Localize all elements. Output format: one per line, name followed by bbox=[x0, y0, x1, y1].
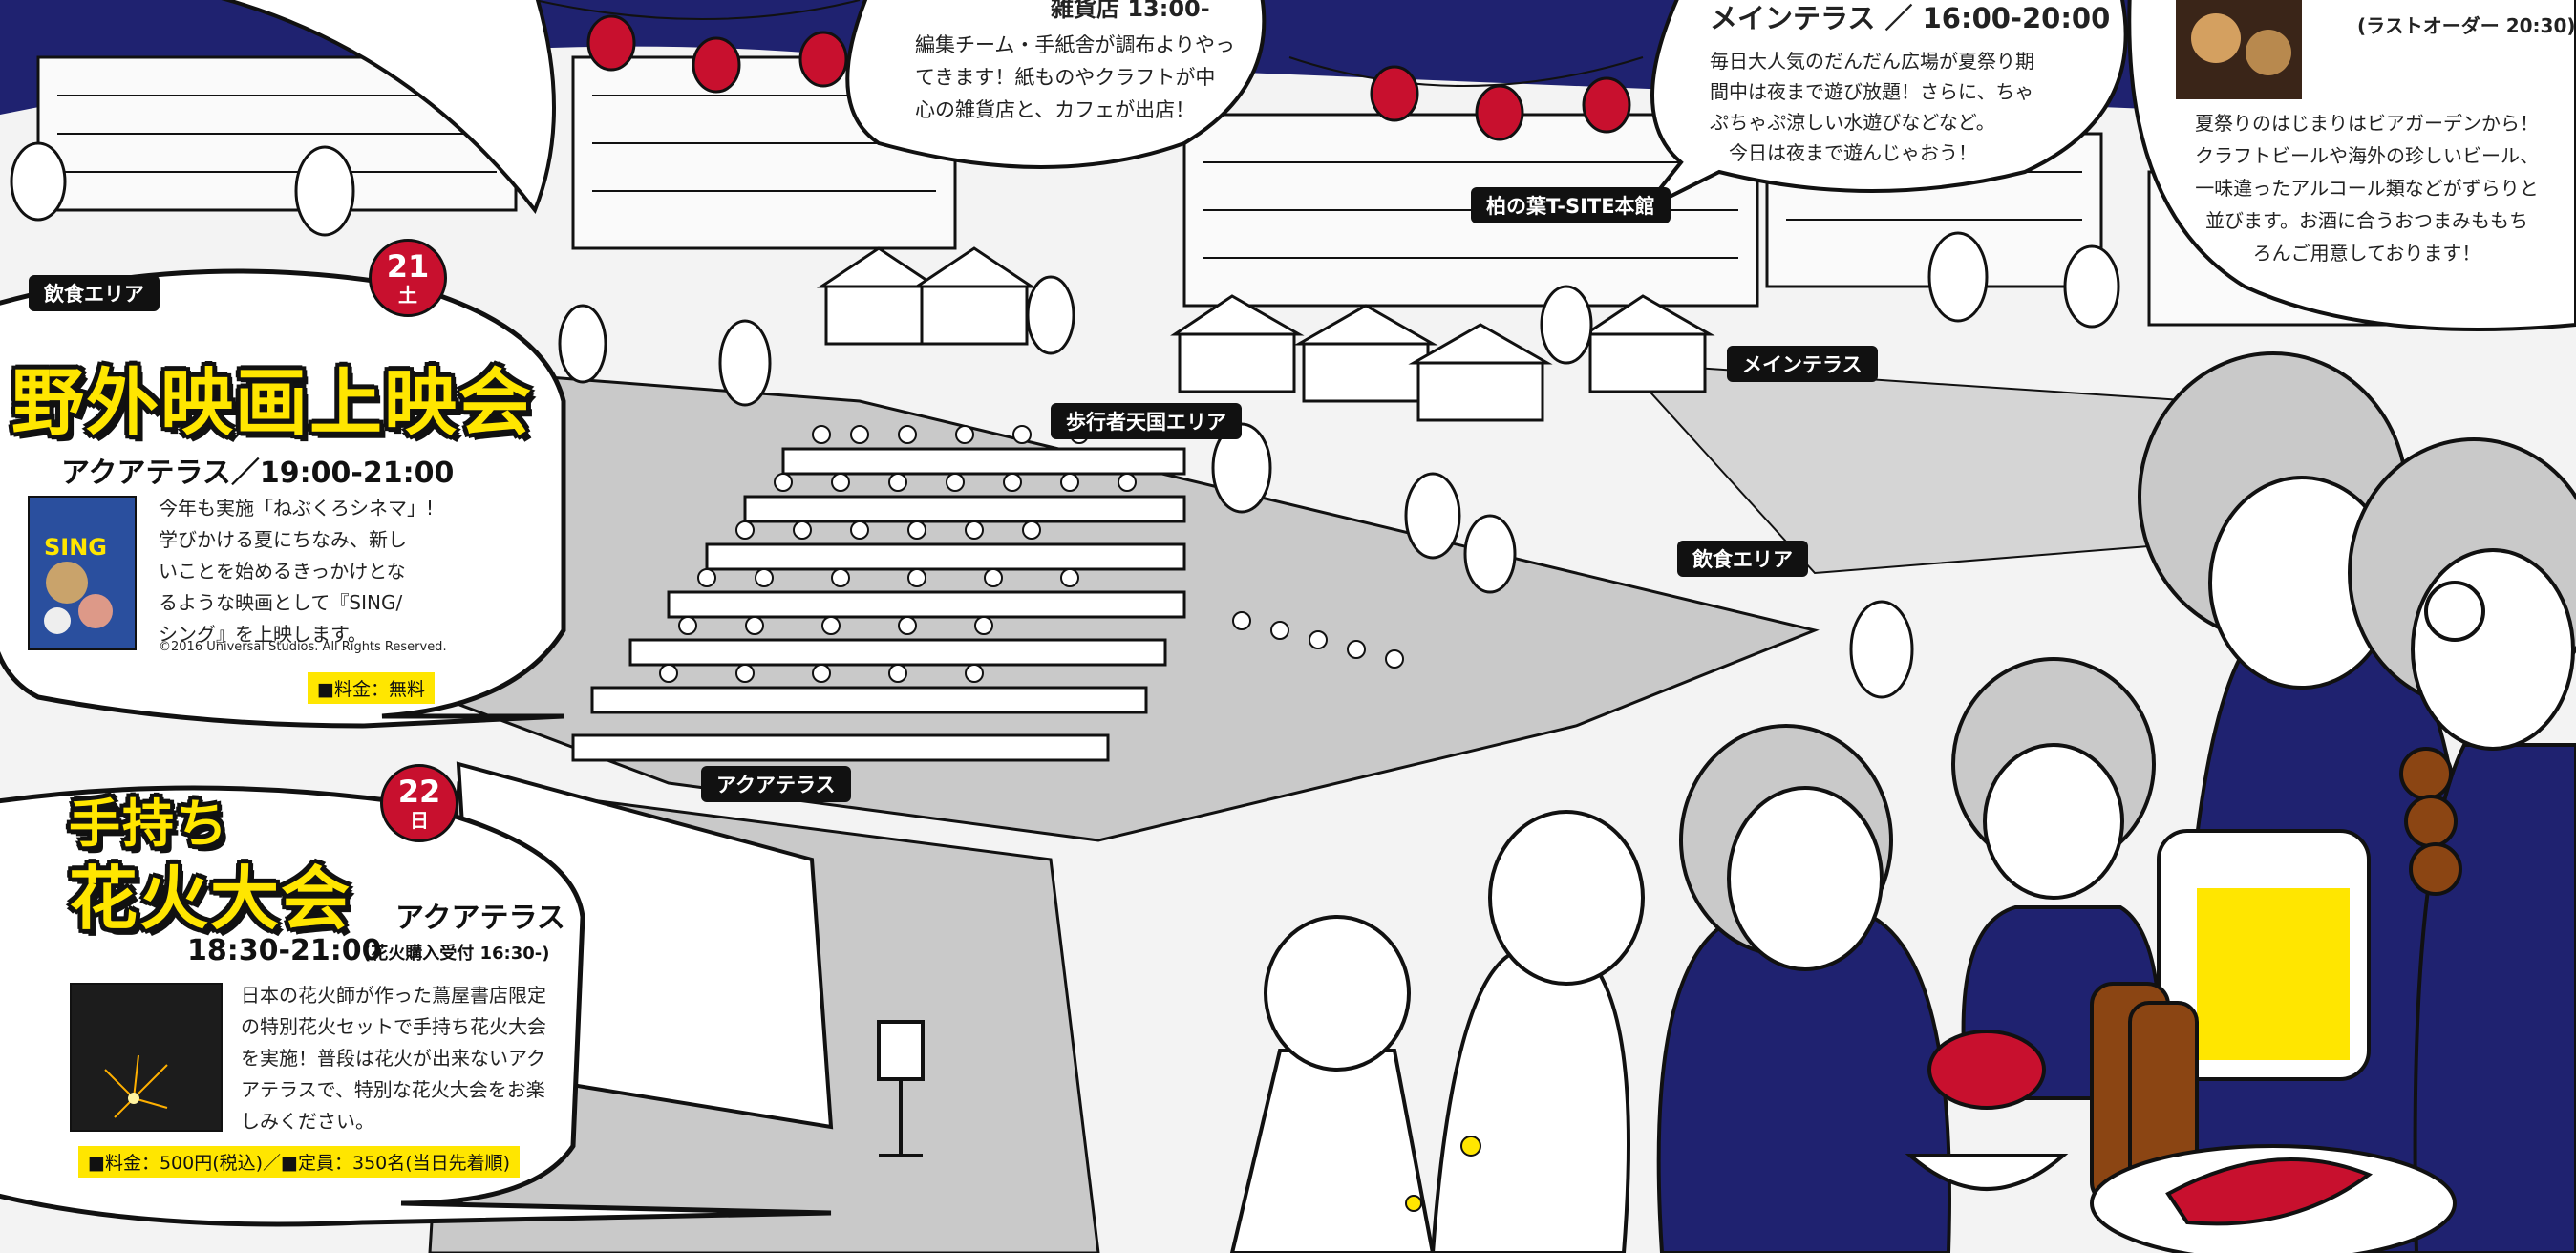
cinema-price: ■料金：無料 bbox=[308, 672, 435, 704]
main-terrace-description: 毎日大人気のだんだん広場が夏祭り期 間中は夜まで遊び放題！さらに、ちゃ ぷちゃぷ… bbox=[1710, 46, 2034, 168]
beer-garden-line: ろんご用意しております！ bbox=[2252, 242, 2481, 265]
cinema-copyright: ©2016 Universal Studios. All Rights Rese… bbox=[159, 640, 447, 654]
label-pedestrian-area: 歩行者天国エリア bbox=[1051, 403, 1242, 439]
lantern-string bbox=[534, 0, 1644, 141]
lantern bbox=[1582, 76, 1631, 134]
beer-garden-line: 夏祭りのはじまりはビアガーデンから！ bbox=[2195, 112, 2539, 135]
main-terrace-line: 間中は夜まで遊び放題！さらに、ちゃ bbox=[1710, 80, 2034, 103]
cinema-line: るような映画として『SING/ bbox=[159, 591, 403, 614]
cinema-line: 学びかける夏にちなみ、新し bbox=[159, 528, 407, 551]
fireworks-line: 日本の花火師が作った蔦屋書店限定 bbox=[241, 984, 546, 1007]
fireworks-line: の特別花火セットで手持ち花火大会 bbox=[241, 1015, 546, 1038]
lantern bbox=[1475, 84, 1524, 141]
main-terrace-line: 毎日大人気のだんだん広場が夏祭り期 bbox=[1710, 50, 2034, 73]
zakka-line: てきます！紙ものやクラフトが中 bbox=[915, 66, 1216, 89]
cinema-description: 今年も実施「ねぶくろシネマ」! 学びかける夏にちなみ、新し いことを始めるきっか… bbox=[159, 493, 434, 650]
bleachers bbox=[571, 447, 1186, 762]
crowd bbox=[659, 425, 1404, 683]
fireworks-title-line1: 手持ち bbox=[69, 794, 229, 854]
zakka-line: 心の雑貨店と、カフェが出店！ bbox=[915, 98, 1196, 121]
zakka-heading: 雑貨店 13:00- bbox=[1051, 0, 1210, 22]
market-tents bbox=[817, 246, 1715, 422]
trees bbox=[10, 141, 2120, 699]
building-windows bbox=[57, 95, 2082, 259]
cinema-line: シング』を上映します。 bbox=[159, 623, 367, 646]
badge-day: 22 bbox=[397, 774, 441, 810]
main-terrace-line: 今日は夜まで遊んじゃおう！ bbox=[1729, 141, 1977, 164]
cinema-line: いことを始めるきっかけとな bbox=[159, 560, 406, 583]
fireworks-title-line2: 花火大会 bbox=[69, 859, 352, 939]
main-terrace-bubble-shape bbox=[1641, 0, 2128, 212]
zakka-bubble-shape bbox=[845, 0, 1267, 169]
badge-weekday: 日 bbox=[410, 809, 429, 832]
sparkles bbox=[1405, 1136, 1481, 1212]
fireworks-venue: アクアテラス bbox=[395, 902, 565, 935]
zakka-description: 編集チーム・手紙舎が調布よりやっ てきます！紙ものやクラフトが中 心の雑貨店と、… bbox=[915, 29, 1235, 126]
badge-day: 21 bbox=[386, 248, 430, 285]
last-order-note: (ラストオーダー 20:30) bbox=[2357, 14, 2576, 37]
cinema-line: 今年も実施「ねぶくろシネマ」! bbox=[159, 497, 435, 520]
date-badge-21: 21 土 bbox=[369, 239, 447, 317]
fireworks-line: アテラスで、特別な花火大会をお楽 bbox=[241, 1078, 545, 1101]
fireworks-photo-image bbox=[70, 983, 223, 1132]
label-food-area-center: 飲食エリア bbox=[1677, 541, 1808, 577]
fireworks-line: を実施！普段は花火が出来ないアク bbox=[241, 1047, 545, 1070]
cinema-bubble-shape bbox=[0, 268, 566, 729]
label-aqua-terrace: アクアテラス bbox=[701, 766, 851, 802]
top-left-bubble-shape bbox=[221, 0, 556, 214]
fireworks-line: しみください。 bbox=[241, 1110, 374, 1133]
label-food-area-left: 飲食エリア bbox=[29, 275, 160, 311]
date-badge-22: 22 日 bbox=[380, 764, 458, 842]
main-terrace-line: ぷちゃぷ涼しい水遊びなどなど。 bbox=[1710, 111, 1995, 134]
badge-weekday: 土 bbox=[398, 284, 417, 307]
fireworks-time-note: (花火購入受付 16:30-) bbox=[363, 944, 550, 964]
family-foreground bbox=[1229, 351, 2576, 1253]
sing-poster-image bbox=[28, 496, 137, 650]
beer-garden-line: 一味違ったアルコール類などがずらりと bbox=[2195, 177, 2539, 200]
lantern bbox=[692, 36, 741, 94]
cinema-title: 野外映画上映会 bbox=[11, 360, 533, 445]
beer-garden-description: 夏祭りのはじまりはビアガーデンから！ クラフトビールや海外の珍しいビール、 一味… bbox=[2166, 107, 2567, 269]
label-main-terrace: メインテラス bbox=[1727, 346, 1878, 382]
beer-garden-line: 並びます。お酒に合うおつまみももち bbox=[2205, 209, 2528, 232]
cinema-venue-time: アクアテラス／19:00-21:00 bbox=[61, 457, 455, 490]
poster-title: SING bbox=[44, 534, 107, 561]
label-tsite-main: 柏の葉T-SITE本館 bbox=[1471, 187, 1671, 223]
lantern bbox=[586, 14, 636, 72]
beer-photo-image bbox=[2176, 0, 2302, 99]
fireworks-time: 18:30-21:00 bbox=[187, 934, 382, 967]
zakka-line: 編集チーム・手紙舎が調布よりやっ bbox=[915, 33, 1235, 56]
lantern bbox=[798, 31, 848, 88]
fireworks-description: 日本の花火師が作った蔦屋書店限定 の特別花火セットで手持ち花火大会 を実施！普段… bbox=[241, 980, 546, 1137]
lantern bbox=[1370, 65, 1419, 122]
fireworks-price: ■料金：500円(税込)／■定員：350名(当日先着順) bbox=[78, 1146, 521, 1178]
beer-garden-line: クラフトビールや海外の珍しいビール、 bbox=[2195, 144, 2539, 167]
main-terrace-heading: メインテラス ／ 16:00-20:00 bbox=[1710, 2, 2111, 34]
